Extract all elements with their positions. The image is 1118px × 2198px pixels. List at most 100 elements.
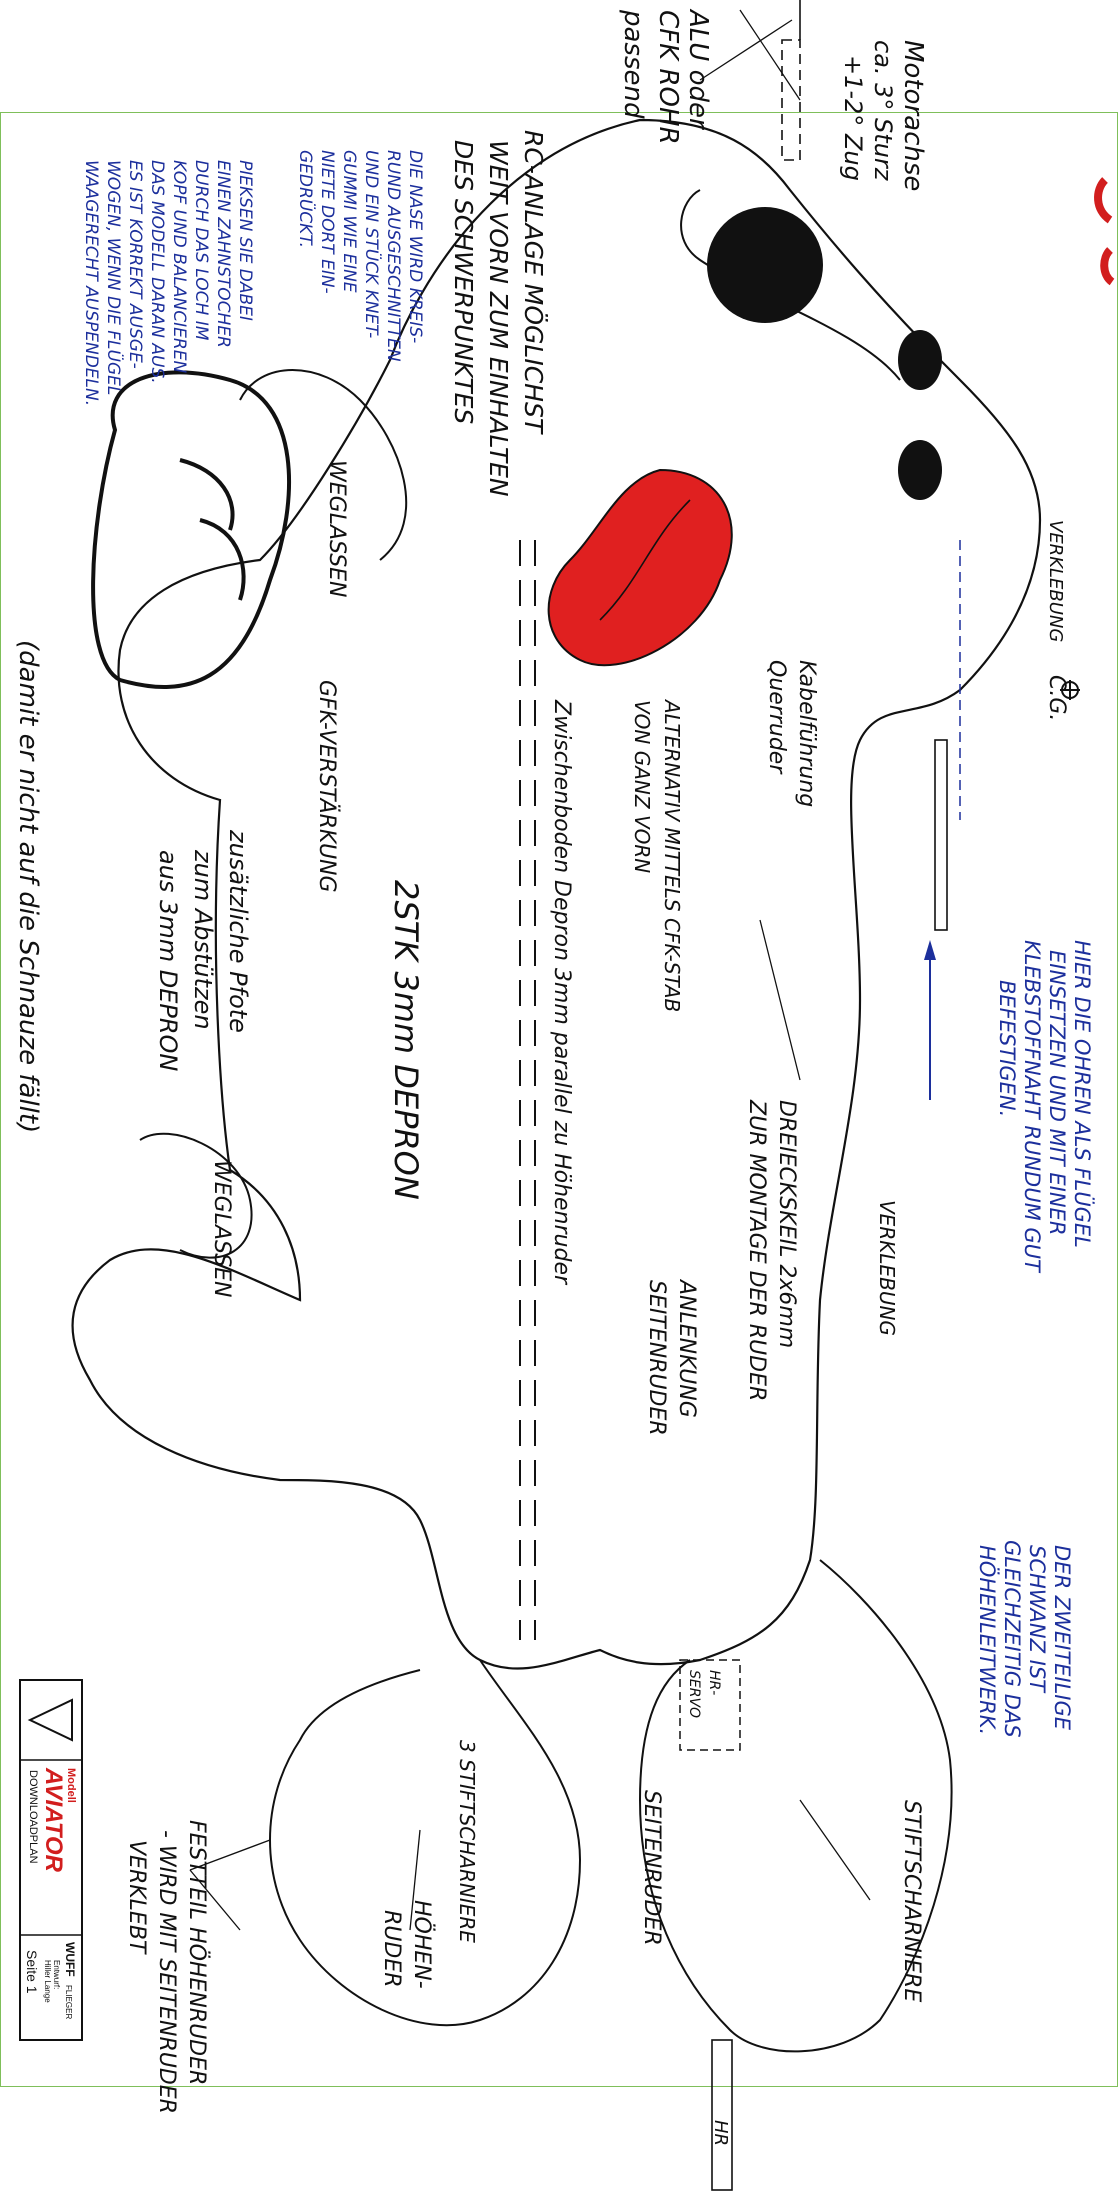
cg-cross xyxy=(1060,680,1080,700)
logo-brand-top: Modell xyxy=(65,1768,77,1803)
nose-stroke xyxy=(179,458,235,531)
ohren-line-3: KLEBSTOFFNAHT RUNDUM GUT xyxy=(1020,940,1044,1274)
leader-line xyxy=(739,9,801,101)
festteil-line-1: FESTTEIL HÖHENRUDER xyxy=(184,1820,210,2085)
pieks-line-7: WOGEN, WENN DIE FLÜGEL xyxy=(103,160,125,395)
leader-line xyxy=(189,1839,271,1871)
right-eye xyxy=(898,440,942,500)
festteil-line-3: VERKLEBT xyxy=(124,1840,149,1955)
logo-sub: DOWNLOADPLAN xyxy=(27,1770,39,1864)
passend-label: passend xyxy=(618,9,648,119)
alu-label: ALU oder xyxy=(683,8,713,131)
cg-label: C.G. xyxy=(1044,675,1069,721)
verklebung-label-1: VERKLEBUNG xyxy=(1045,520,1066,642)
nose-circle xyxy=(707,207,823,323)
pieks-line-3: DURCH DAS LOCH IM xyxy=(191,160,211,341)
hr-label: HR xyxy=(710,2120,731,2146)
nase-line-6: GEDRÜCKT. xyxy=(295,150,317,248)
logo-author-1: Entwurf: xyxy=(52,1960,61,1989)
aus-depron-label: aus 3mm DEPRON xyxy=(154,850,182,1071)
hr-servo-label-2: SERVO xyxy=(686,1670,702,1718)
motorachse-label: Motorachse xyxy=(898,40,928,191)
nase-line-4: GUMMI WIE EINE xyxy=(339,150,359,293)
anlenkung-label: ANLENKUNG xyxy=(674,1278,699,1418)
von-ganz-vorn-label: VON GANZ VORN xyxy=(630,700,654,873)
schwanz-line-3: GLEICHZEITIG DAS xyxy=(1000,1540,1024,1738)
weglassen-label-2: WEGLASSEN xyxy=(209,1160,234,1298)
logo-page: Seite 1 xyxy=(24,1950,40,1994)
pieks-line-5: DAS MODELL DARAN AUS. xyxy=(147,160,167,384)
stiftscharniere-3-label: 3 STIFTSCHARNIERE xyxy=(455,1740,479,1943)
schwanz-line-2: SCHWANZ IST xyxy=(1025,1545,1049,1694)
rc-label-2: WEIT VORN ZUM EINHALTEN xyxy=(484,140,513,497)
dog-body-outline xyxy=(71,118,1042,1670)
stiftscharniere-label: STIFTSCHARNIERE xyxy=(899,1800,924,2002)
damit-label: (damit er nicht auf die Schnauze fällt) xyxy=(13,640,43,1133)
hoehenruder-label-2: RUDER xyxy=(379,1910,404,1988)
leader-line xyxy=(189,1869,241,1931)
leader-line xyxy=(799,1799,871,1901)
kabelfuehrung-label: Kabelführung xyxy=(794,660,819,807)
zum-abstuetzen-label: zum Abstützen xyxy=(189,849,217,1030)
hr-servo-box xyxy=(679,1659,741,1751)
blue-arrow-head xyxy=(924,940,936,960)
leader-line xyxy=(409,1829,421,1931)
nose-knetgummi-outline xyxy=(91,370,292,689)
left-eye xyxy=(898,330,942,390)
zug-label: +1-2° Zug xyxy=(839,55,867,181)
pieks-line-6: ES IST KORREKT AUSGE- xyxy=(125,160,145,369)
zusaetzliche-pfote-label: zusätzliche Pfote xyxy=(224,829,252,1033)
weglassen-label-1: WEGLASSEN xyxy=(324,460,349,598)
nose-stroke xyxy=(199,518,246,601)
hoehenruder-label-1: HÖHEN- xyxy=(409,1900,435,1989)
anlenkung-seitenruder-label: SEITENRUDER xyxy=(644,1280,669,1436)
nase-line-1: DIE NASE WIRD KREIS- xyxy=(405,150,425,343)
schwanz-line-1: DER ZWEITEILIGE xyxy=(1050,1545,1074,1731)
hr-rod xyxy=(711,2039,733,2191)
seitenruder-label: SEITENRUDER xyxy=(639,1790,664,1946)
alternativ-label: ALTERNATIV MITTELS CFK-STAB xyxy=(660,698,684,1012)
rc-label-3: DES SCHWERPUNKTES xyxy=(449,140,478,424)
hr-servo-label-1: HR- xyxy=(706,1670,722,1695)
pieks-line-8: WAAGERECHT AUSPENDELN. xyxy=(81,160,101,406)
logo-brand: AVIATOR xyxy=(40,1767,67,1873)
rc-label-1: RC-ANLAGE MÖGLICHST xyxy=(519,130,548,435)
corner-mark xyxy=(1100,247,1115,286)
tail-seitenruder-outline xyxy=(638,1559,953,2053)
logo-author-2: Hiller Lange xyxy=(43,1960,52,2003)
tail-hoehenruder-outline xyxy=(269,1659,582,2027)
nase-line-2: RUND AUSGESCHNITTEN xyxy=(383,150,403,362)
gfk-label: GFK-VERSTÄRKUNG xyxy=(314,680,340,893)
verklebung-label-2: VERKLEBUNG xyxy=(875,1200,899,1336)
querruder-rail xyxy=(934,739,948,931)
leader-line xyxy=(759,919,801,1081)
paw-front-outline xyxy=(239,369,408,561)
sturz-label: ca. 3° Sturz xyxy=(869,40,897,182)
aviator-plane-icon xyxy=(27,1698,73,1742)
tongue-line xyxy=(599,499,691,621)
motor-axle-tube xyxy=(781,39,801,161)
logo-model-suffix: FLIEGER xyxy=(64,1985,73,2019)
ohren-line-4: BEFESTIGEN. xyxy=(995,980,1019,1117)
logo-model: WUFF xyxy=(63,1942,77,1977)
nase-line-3: UND EIN STÜCK KNET- xyxy=(361,150,383,338)
dreieckskeil-label-1: DREIECKSKEIL 2x6mm xyxy=(774,1100,799,1348)
paw-back-outline xyxy=(139,1132,253,1259)
zwischenboden-label: Zwischenboden Depron 3mm parallel zu Höh… xyxy=(549,699,574,1286)
ohren-line-2: EINSETZEN UND MIT EINER xyxy=(1045,950,1069,1235)
cfk-label: CFK ROHR xyxy=(653,10,683,145)
pieks-line-1: PIEKSEN SIE DABEI xyxy=(235,160,255,321)
nase-line-5: NIETE DORT EIN- xyxy=(317,150,337,294)
querruder-label: Querruder xyxy=(764,660,789,775)
aviator-logo-block: Modell AVIATOR DOWNLOADPLAN WUFF FLIEGER… xyxy=(19,1679,83,2041)
pieks-line-2: EINEN ZAHNSTOCHER xyxy=(213,160,233,348)
schwanz-line-4: HÖHENLEITWERK. xyxy=(975,1545,1000,1735)
pieks-line-4: KOPF UND BALANCIEREN xyxy=(169,160,189,373)
festteil-line-2: - WIRD MIT SEITENRUDER xyxy=(154,1830,179,2114)
zwei-stk-label: 2STK 3mm DEPRON xyxy=(387,880,425,1200)
leader-line xyxy=(699,19,793,81)
ohren-line-1: HIER DIE OHREN ALS FLÜGEL xyxy=(1070,940,1095,1248)
dreieckskeil-label-2: ZUR MONTAGE DER RUDER xyxy=(744,1099,769,1401)
corner-mark xyxy=(1094,177,1113,224)
